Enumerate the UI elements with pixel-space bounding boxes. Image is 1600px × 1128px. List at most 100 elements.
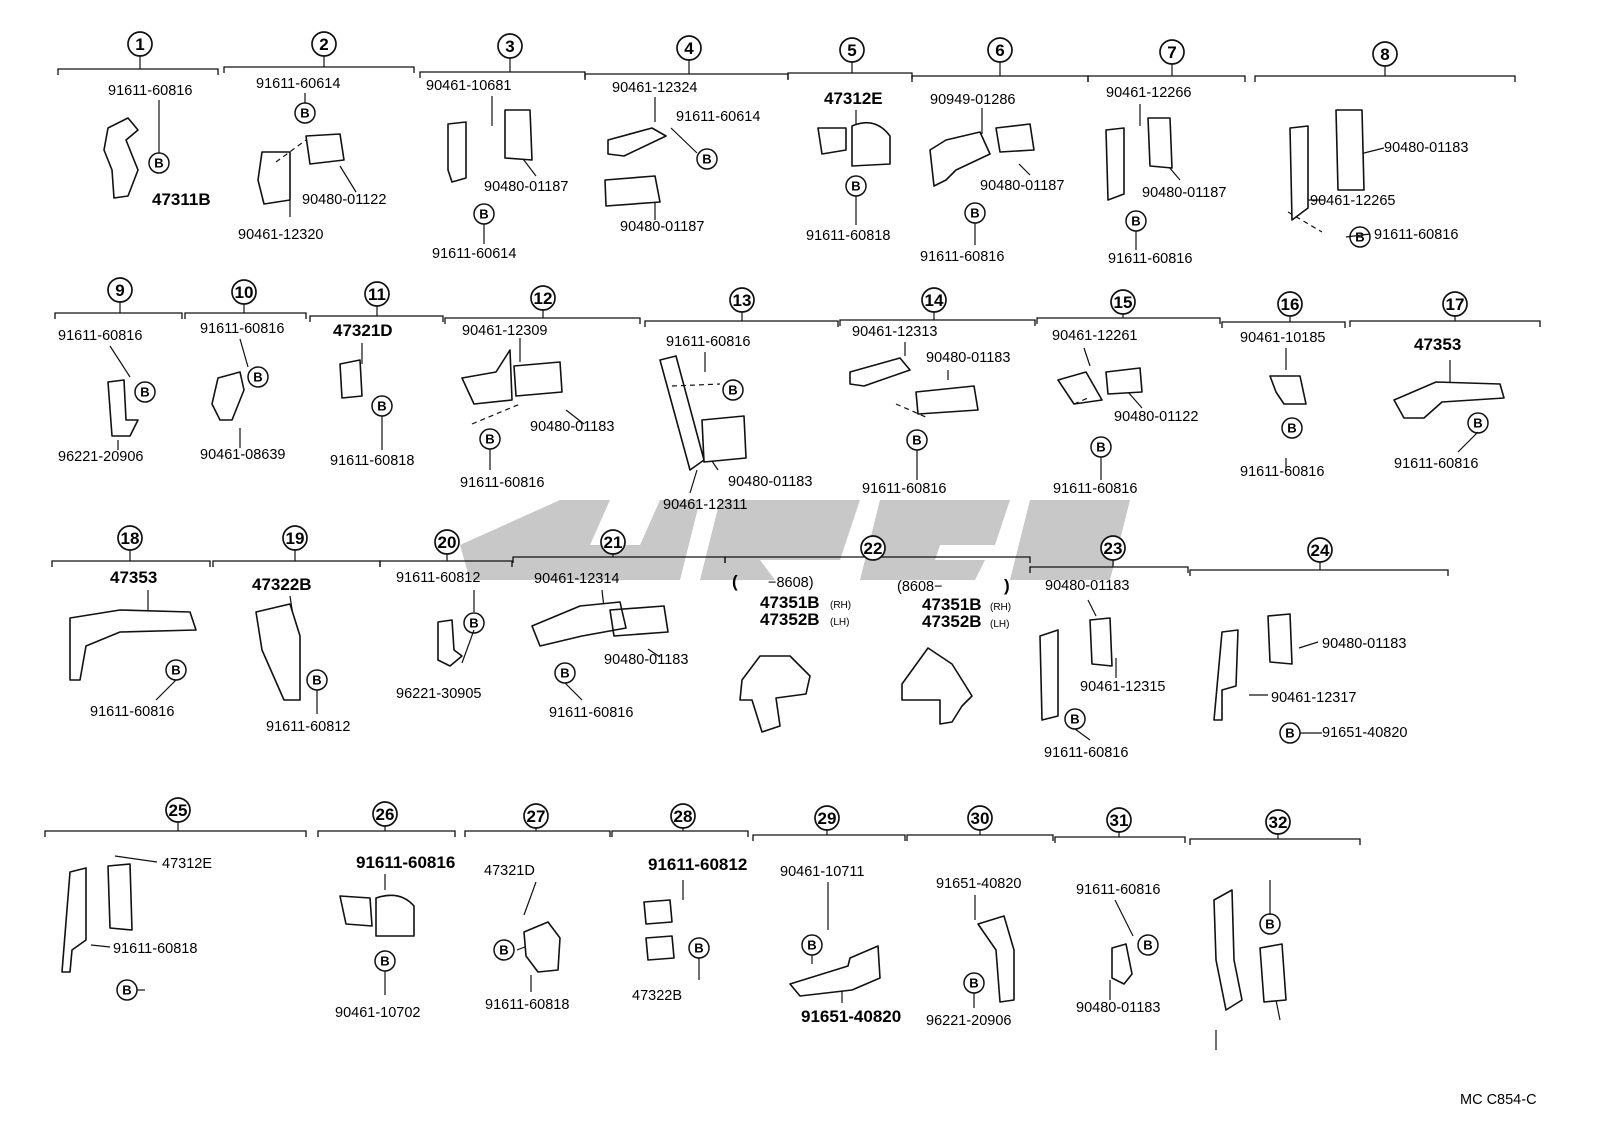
part-number-label: 47353: [110, 568, 157, 587]
diagram-code: MC C854-C: [1460, 1092, 1537, 1108]
group-19: 19: [212, 525, 381, 567]
group-27: 27: [464, 803, 611, 837]
clamp-part-sketch: [1105, 117, 1173, 201]
bracket-open: (: [732, 572, 738, 591]
bolt-b-letter: B: [499, 943, 508, 958]
group-bracket: [1036, 317, 1221, 324]
item-number-circle: [165, 797, 191, 823]
item-number-circle: [729, 287, 755, 313]
group-bracket: [1087, 75, 1246, 82]
group-bracket: [44, 830, 307, 837]
bolt-b-marker: B: [696, 148, 718, 170]
item-number-circle: [600, 529, 626, 555]
bolt-b-marker: B: [1281, 417, 1303, 439]
item-number: 11: [368, 285, 386, 304]
part-number-label: 91611-60816: [108, 83, 192, 99]
item-number-circle: [1159, 39, 1185, 65]
clamp-part-sketch: [107, 379, 139, 437]
part-number-label: 90480-01183: [926, 350, 1010, 366]
group-bracket: [1029, 566, 1189, 573]
part-number-label: 47322B: [252, 575, 312, 594]
bolt-b-letter: B: [253, 370, 262, 385]
clamp-part-sketch: [447, 109, 533, 183]
item-number: 12: [534, 289, 553, 308]
item-number: 24: [1311, 541, 1330, 560]
bolt-b-letter: B: [560, 666, 569, 681]
clamp-part-sketch: [257, 133, 345, 205]
part-number-label: 90480-01183: [1322, 636, 1406, 652]
clamp-part-sketch: [604, 127, 667, 207]
part-number-label: 91611-60816: [356, 853, 455, 872]
side-rh: (RH): [990, 602, 1011, 613]
group-22-labels: (−8608)(8608−)47351B(RH)47352B(LH)47351B…: [732, 572, 1011, 631]
item-number: 31: [1110, 811, 1129, 830]
group-2: 2: [223, 31, 415, 73]
side-lh: (LH): [830, 617, 849, 628]
part-number-label: 91611-60816: [549, 705, 633, 721]
bolt-b-marker: B: [247, 366, 269, 388]
part-number-label: 96221-30905: [396, 686, 481, 702]
bolt-b-letter: B: [1285, 726, 1294, 741]
bolt-b-letter: B: [702, 152, 711, 167]
bolt-b-marker: B: [963, 972, 985, 994]
bolt-b-marker: B: [374, 950, 396, 972]
group-17: 17: [1349, 291, 1541, 327]
part-number-label: 90461-12320: [238, 227, 323, 243]
clamp-part-sketch: [61, 863, 133, 973]
assembly-dashed-line: [671, 383, 721, 387]
bolt-b-letter: B: [807, 938, 816, 953]
group-bracket: [223, 66, 415, 73]
bolt-b-letter: B: [969, 976, 978, 991]
item-number: 9: [115, 281, 124, 300]
part-number-label: 91611-60816: [1240, 464, 1324, 480]
part-number-label: 91611-60818: [806, 228, 890, 244]
part-number-label: 90461-12317: [1271, 690, 1356, 706]
item-number: 17: [1446, 295, 1465, 314]
bolt-b-letter: B: [485, 432, 494, 447]
year-range-upto-8608: −8608): [768, 575, 814, 591]
item-number: 5: [847, 41, 856, 60]
part-number-label: 47321D: [333, 321, 393, 340]
clamp-part-sketch: [461, 349, 563, 405]
bolt-b-marker: B: [165, 659, 187, 681]
group-bracket: [906, 834, 1054, 841]
item-number: 10: [235, 283, 254, 302]
part-number-label: 90480-01187: [1142, 185, 1226, 201]
part-number-label: 91611-60614: [432, 246, 516, 262]
bolt-b-marker: B: [1137, 934, 1159, 956]
bolt-b-letter: B: [851, 179, 860, 194]
item-number-circle: [1442, 291, 1468, 317]
item-number-circle: [670, 803, 696, 829]
part-number-label: 90461-12309: [462, 323, 547, 339]
group-bracket: [1254, 75, 1516, 82]
item-number: 7: [1167, 43, 1176, 62]
part-number-label: 91611-60816: [1108, 251, 1192, 267]
part-number-label: 90461-12261: [1052, 328, 1137, 344]
bolt-b-marker: B: [964, 202, 986, 224]
part-number-label: 96221-20906: [926, 1013, 1011, 1029]
part-number-label: 91611-60818: [330, 453, 414, 469]
part-number-label: 91611-60816: [1053, 481, 1137, 497]
part-number-label: 47312E: [162, 856, 212, 872]
clamp-part-sketch: [1213, 889, 1287, 1011]
item-number-circle: [1106, 807, 1132, 833]
assembly-dashed-line: [895, 403, 929, 419]
part-number-label: 90461-12266: [1106, 85, 1191, 101]
part-number-label: 90480-01187: [620, 219, 704, 235]
item-number-circle: [311, 31, 337, 57]
part-number-label: 47311B: [152, 190, 211, 209]
group-bracket: [212, 560, 381, 567]
part-number-label: 91611-60812: [396, 570, 480, 586]
bolt-b-letter: B: [1473, 416, 1482, 431]
part-number-label: 91651-40820: [936, 876, 1021, 892]
part-number-label: 91611-60816: [1374, 227, 1458, 243]
part-number-label: 47352B: [760, 610, 820, 629]
group-29: 29: [752, 805, 906, 841]
clamp-part-sketch: [977, 915, 1015, 1003]
part-number-label: 91611-60816: [1076, 882, 1160, 898]
bolt-b-marker: B: [688, 937, 710, 959]
bolt-b-marker: B: [134, 381, 156, 403]
part-number-label: 91611-60614: [676, 109, 760, 125]
bolt-b-letter: B: [312, 673, 321, 688]
bolt-b-letter: B: [1096, 440, 1105, 455]
